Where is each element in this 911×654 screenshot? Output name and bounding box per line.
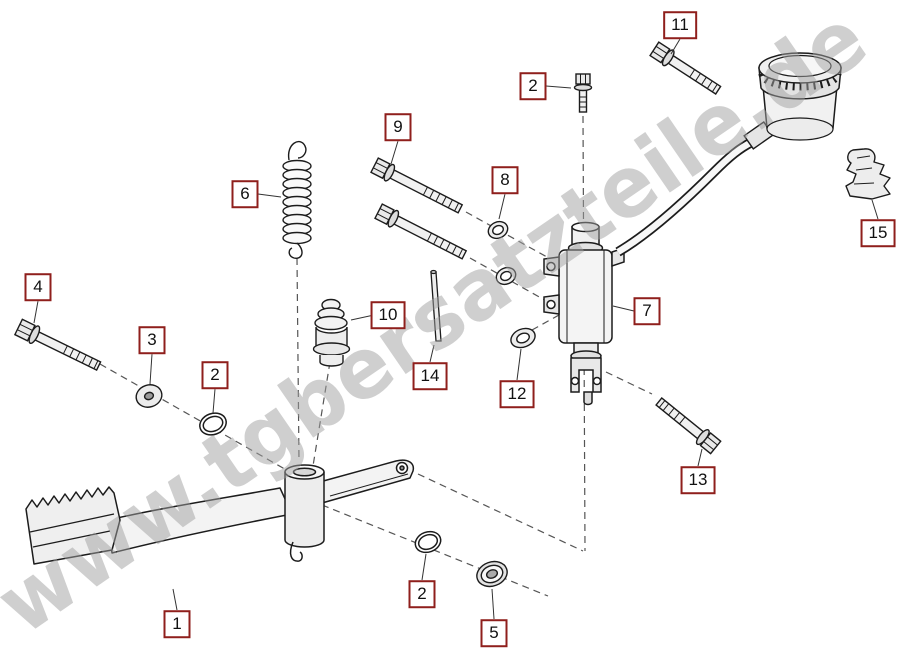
- clamp-clip: [845, 148, 891, 200]
- return-spring: [282, 141, 312, 259]
- washer-3: [135, 384, 163, 408]
- part-label-8: 8: [491, 166, 519, 194]
- leader-lines: [33, 38, 879, 620]
- part-label-4: 4: [24, 273, 52, 301]
- part-label-13: 13: [680, 466, 716, 494]
- part-label-2-left: 2: [201, 361, 229, 389]
- part-label-12: 12: [499, 380, 535, 408]
- part-label-6: 6: [231, 180, 259, 208]
- part-label-11: 11: [663, 11, 697, 39]
- part-label-1: 1: [163, 610, 191, 638]
- washers-8: [487, 220, 517, 286]
- o-ring-left: [199, 412, 227, 436]
- bolt-clevis: [655, 397, 722, 455]
- dust-seal: [476, 560, 508, 588]
- brake-pedal: [25, 459, 415, 565]
- fluid-reservoir: [615, 52, 842, 257]
- part-label-2-bottom: 2: [408, 580, 436, 608]
- part-label-14: 14: [412, 362, 448, 390]
- o-ring-bottom: [414, 530, 442, 554]
- part-label-9: 9: [384, 113, 412, 141]
- cotter-pin: [430, 269, 442, 342]
- part-label-5: 5: [480, 619, 508, 647]
- part-label-7: 7: [633, 297, 661, 325]
- washer-12: [510, 327, 536, 349]
- bolt-banjo-top: [573, 73, 593, 113]
- part-label-3: 3: [138, 326, 166, 354]
- mounting-bolts: [370, 157, 468, 260]
- bolt-pivot: [13, 318, 102, 371]
- rubber-boot: [312, 298, 351, 367]
- part-label-10: 10: [370, 301, 406, 329]
- part-label-15: 15: [860, 219, 896, 247]
- watermark: www.tgbersatzteile.de: [0, 0, 884, 653]
- master-cylinder: [543, 221, 625, 406]
- part-label-2-top: 2: [519, 72, 547, 100]
